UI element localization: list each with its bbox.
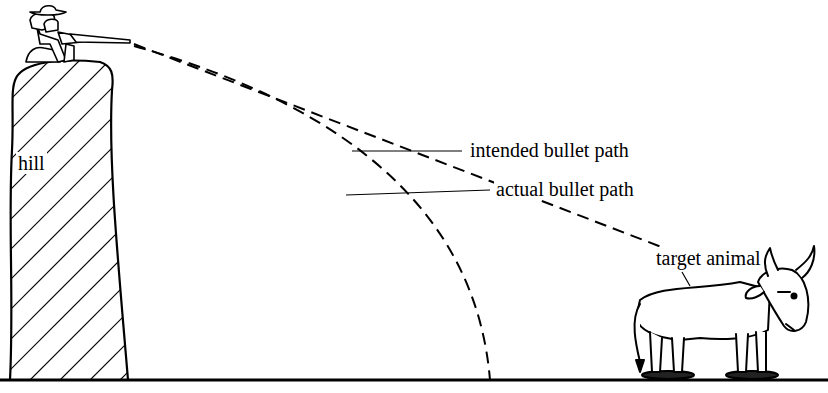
label-text: hill [16, 152, 47, 174]
label-text: actual bullet path [494, 178, 636, 200]
label-text: intended bullet path [468, 139, 631, 161]
label-text: target animal [654, 247, 763, 269]
